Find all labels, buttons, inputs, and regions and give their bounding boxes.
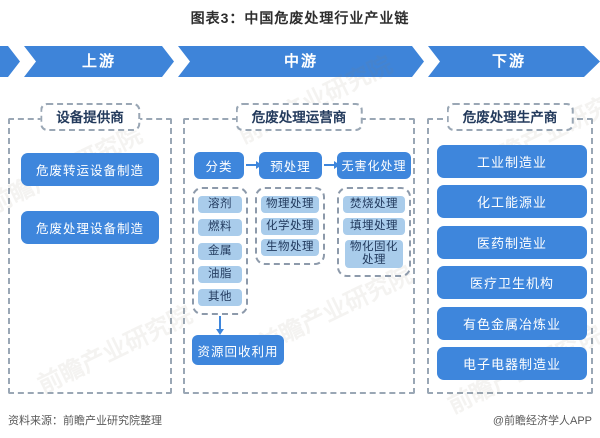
ribbon-stage-upstream: 上游 — [24, 46, 174, 77]
ribbon-stage-label: 下游 — [491, 53, 526, 70]
upstream-item-box: 危废处理设备制造 — [21, 211, 159, 244]
downstream-item-box: 化工能源业 — [437, 185, 587, 218]
ribbon-stage-label: 中游 — [283, 53, 318, 70]
sub-item-box: 焚烧处理 — [343, 196, 405, 213]
sub-item-box: 金属 — [198, 242, 242, 260]
downstream-item-box: 医疗卫生机构 — [437, 266, 587, 299]
downstream-item-box: 医药制造业 — [437, 226, 587, 259]
arrow-right-icon — [246, 161, 262, 169]
ribbon-stage-midstream: 中游 — [178, 46, 424, 77]
page-title: 图表3：中国危废处理行业产业链 — [190, 10, 410, 26]
sub-item-box: 填埋处理 — [343, 218, 405, 235]
downstream-header: 危废处理生产商 — [446, 103, 574, 131]
midstream-header: 危废处理运营商 — [235, 103, 363, 131]
ribbon-start-chevron — [0, 46, 20, 77]
sub-item-box: 其他 — [198, 289, 242, 306]
step-classification-box: 分类 — [194, 152, 244, 179]
sub-item-box: 生物处理 — [261, 239, 319, 256]
sub-item-box: 化学处理 — [261, 217, 319, 235]
source-note: 资料来源：前瞻产业研究院整理 — [8, 415, 162, 427]
sub-item-box: 物化固化处理 — [345, 240, 403, 268]
sub-item-box: 油脂 — [198, 265, 242, 283]
stage-ribbon: 上游 中游 下游 — [0, 46, 600, 77]
sub-item-box: 物理处理 — [261, 196, 319, 213]
harmless-sub-group: 焚烧处理 填埋处理 物化固化处理 — [337, 187, 411, 277]
ribbon-stage-downstream: 下游 — [428, 46, 600, 77]
midstream-column: 危废处理运营商 分类 预处理 无害化处理 溶剂 燃料 金属 油脂 其他 物理处理… — [183, 103, 415, 394]
step-pretreatment-box: 预处理 — [259, 152, 322, 179]
downstream-item-box: 电子电器制造业 — [437, 347, 587, 380]
ribbon-stage-label: 上游 — [81, 53, 116, 70]
step-harmless-box: 无害化处理 — [337, 152, 411, 179]
upstream-item-box: 危废转运设备制造 — [21, 153, 159, 186]
downstream-item-box: 工业制造业 — [437, 145, 587, 178]
pretreatment-sub-group: 物理处理 化学处理 生物处理 — [255, 187, 325, 265]
classification-sub-group: 溶剂 燃料 金属 油脂 其他 — [192, 187, 248, 315]
downstream-item-box: 有色金属冶炼业 — [437, 307, 587, 340]
sub-item-box: 溶剂 — [198, 196, 242, 213]
sub-item-box: 燃料 — [198, 219, 242, 237]
downstream-column: 危废处理生产商 工业制造业 化工能源业 医药制造业 医疗卫生机构 有色金属冶炼业… — [427, 103, 593, 394]
arrow-down-icon — [216, 316, 224, 335]
recycle-box: 资源回收利用 — [192, 335, 284, 365]
upstream-header: 设备提供商 — [40, 103, 140, 131]
arrow-right-icon — [324, 161, 340, 169]
upstream-column: 设备提供商 危废转运设备制造 危废处理设备制造 — [8, 103, 172, 394]
credit-note: @前瞻经济学人APP — [492, 415, 592, 427]
